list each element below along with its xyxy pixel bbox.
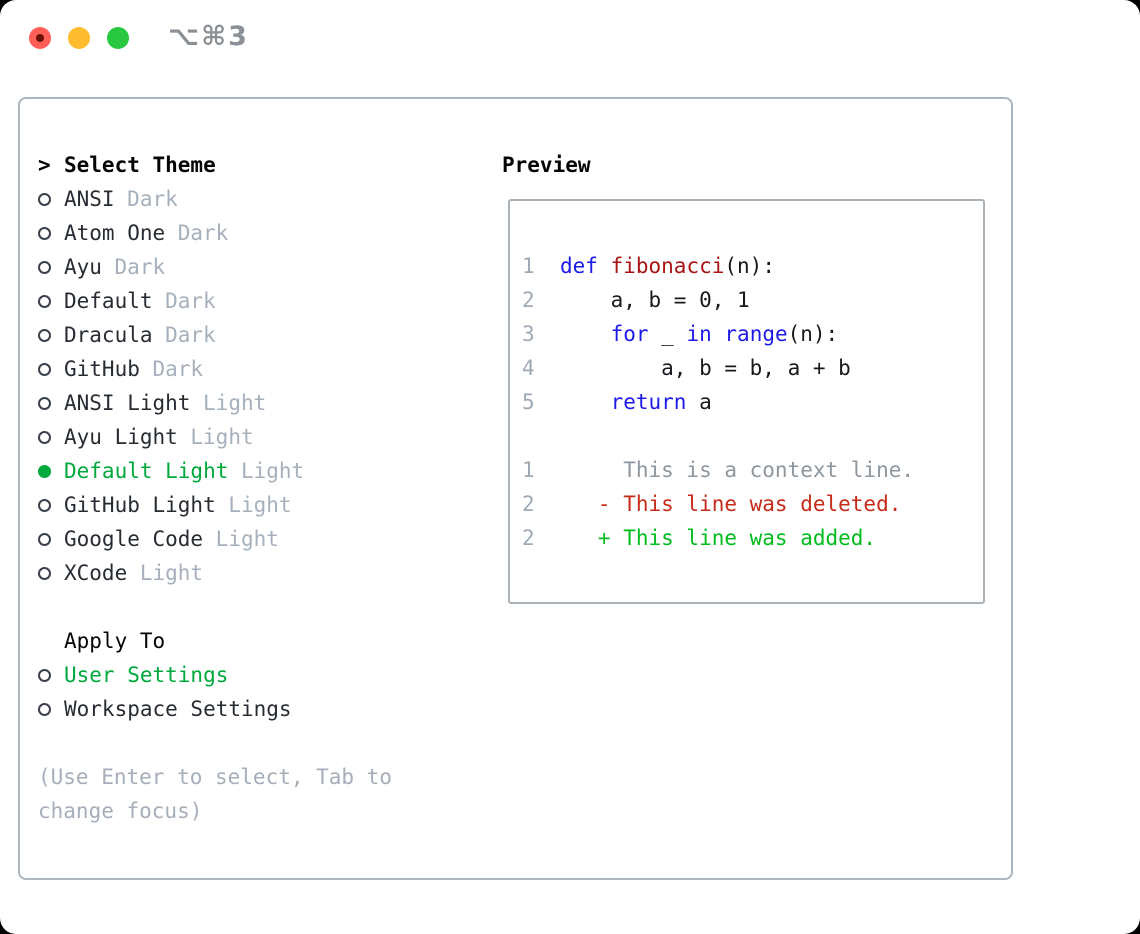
diff-line-text: + This line was added. bbox=[560, 526, 877, 550]
theme-item[interactable]: Google Code Light bbox=[38, 522, 438, 556]
prompt-caret-icon: > bbox=[38, 153, 51, 177]
theme-variant-label: Dark bbox=[152, 357, 204, 381]
code-line: 2 a, b = 0, 1 bbox=[522, 283, 983, 317]
radio-icon bbox=[38, 294, 51, 308]
theme-variant-label: Dark bbox=[177, 221, 229, 245]
code-line: 5 return a bbox=[522, 385, 983, 419]
theme-variant-label: Light bbox=[139, 561, 204, 585]
line-number: 1 bbox=[522, 254, 535, 278]
line-number: 5 bbox=[522, 390, 535, 414]
option-label: User Settings bbox=[64, 663, 229, 687]
close-dot-icon bbox=[36, 34, 44, 42]
theme-variant-label: Light bbox=[203, 391, 267, 415]
option-label: Ayu Light bbox=[64, 425, 178, 449]
option-label: Dracula bbox=[64, 323, 153, 347]
option-label: ANSI Light bbox=[64, 391, 191, 415]
radio-icon bbox=[38, 498, 51, 512]
theme-item[interactable]: Dracula Dark bbox=[38, 318, 438, 352]
diff-line-text: This is a context line. bbox=[560, 458, 915, 482]
code-line: 3 for _ in range(n): bbox=[522, 317, 983, 351]
theme-variant-label: Light bbox=[240, 459, 305, 483]
option-label: Default bbox=[64, 289, 153, 313]
spacer bbox=[522, 419, 983, 453]
apply-to-option[interactable]: Workspace Settings bbox=[38, 692, 438, 726]
zoom-button[interactable] bbox=[107, 27, 129, 49]
theme-item[interactable]: Default Light Light bbox=[38, 454, 438, 488]
window-controls bbox=[29, 27, 129, 49]
minimize-button[interactable] bbox=[68, 27, 90, 49]
diff-line: 2 - This line was deleted. bbox=[522, 487, 983, 521]
apply-to-header: Apply To bbox=[38, 624, 438, 658]
option-label: GitHub Light bbox=[64, 493, 216, 517]
apply-to-option[interactable]: User Settings bbox=[38, 658, 438, 692]
radio-icon bbox=[38, 362, 51, 376]
theme-variant-label: Dark bbox=[114, 255, 166, 279]
diff-line-text: - This line was deleted. bbox=[560, 492, 902, 516]
window-title: ⌥⌘3 bbox=[168, 21, 249, 52]
diff-line: 1 This is a context line. bbox=[522, 453, 983, 487]
theme-item[interactable]: Ayu Light Light bbox=[38, 420, 438, 454]
theme-item[interactable]: XCode Light bbox=[38, 556, 438, 590]
line-number: 3 bbox=[522, 322, 535, 346]
select-theme-title: Select Theme bbox=[64, 153, 216, 177]
theme-item[interactable]: Default Dark bbox=[38, 284, 438, 318]
theme-item[interactable]: Atom One Dark bbox=[38, 216, 438, 250]
close-button[interactable] bbox=[29, 27, 51, 49]
theme-variant-label: Dark bbox=[127, 187, 178, 211]
line-number: 2 bbox=[522, 526, 535, 550]
radio-icon bbox=[38, 328, 51, 342]
line-number: 1 bbox=[522, 458, 535, 482]
radio-icon bbox=[38, 260, 51, 274]
theme-item[interactable]: ANSI Light Light bbox=[38, 386, 438, 420]
radio-icon bbox=[38, 430, 51, 444]
radio-selected-icon bbox=[38, 464, 51, 478]
radio-selected-icon bbox=[38, 668, 51, 682]
diff-line: 2 + This line was added. bbox=[522, 521, 983, 555]
theme-item[interactable]: GitHub Light Light bbox=[38, 488, 438, 522]
radio-icon bbox=[38, 702, 51, 716]
option-label: GitHub bbox=[64, 357, 140, 381]
line-number: 2 bbox=[522, 288, 535, 312]
theme-item[interactable]: ANSI Dark bbox=[38, 182, 438, 216]
line-number: 4 bbox=[522, 356, 535, 380]
theme-variant-label: Light bbox=[190, 425, 254, 449]
theme-variant-label: Dark bbox=[165, 289, 216, 313]
option-label: XCode bbox=[64, 561, 128, 585]
option-label: Default Light bbox=[64, 459, 229, 483]
radio-icon bbox=[38, 566, 51, 580]
title-bar: ⌥⌘3 bbox=[0, 0, 1140, 76]
option-label: Google Code bbox=[64, 527, 204, 551]
help-text: (Use Enter to select, Tab to change focu… bbox=[38, 765, 393, 823]
preview-title: Preview bbox=[502, 153, 591, 177]
option-label: Atom One bbox=[64, 221, 166, 245]
radio-icon bbox=[38, 226, 51, 240]
theme-variant-label: Light bbox=[228, 493, 292, 517]
theme-item[interactable]: GitHub Dark bbox=[38, 352, 438, 386]
apply-to-title: Apply To bbox=[64, 629, 166, 653]
line-number: 2 bbox=[522, 492, 535, 516]
theme-variant-label: Dark bbox=[165, 323, 216, 347]
option-label: Workspace Settings bbox=[64, 697, 292, 721]
theme-variant-label: Light bbox=[215, 527, 279, 551]
option-label: Ayu bbox=[64, 255, 102, 279]
radio-icon bbox=[38, 532, 51, 546]
radio-icon bbox=[38, 192, 51, 206]
radio-icon bbox=[38, 396, 51, 410]
option-label: ANSI bbox=[64, 187, 115, 211]
code-line: 4 a, b = b, a + b bbox=[522, 351, 983, 385]
theme-item[interactable]: Ayu Dark bbox=[38, 250, 438, 284]
select-theme-header: > Select Theme bbox=[38, 148, 438, 182]
